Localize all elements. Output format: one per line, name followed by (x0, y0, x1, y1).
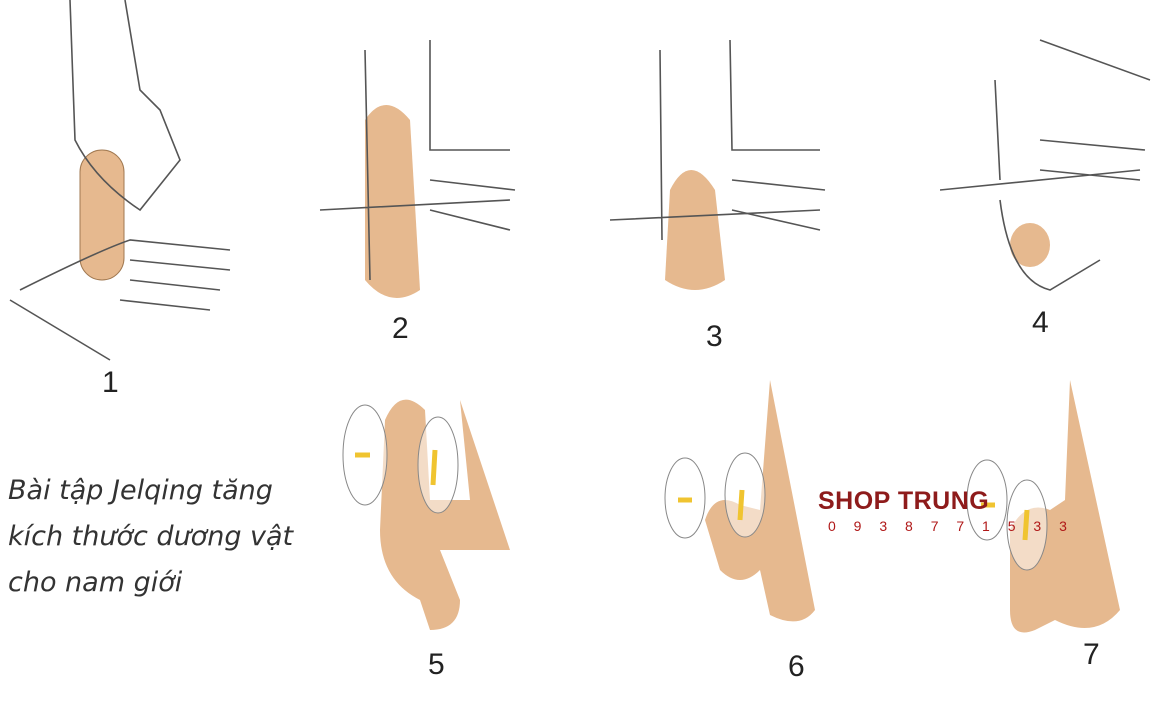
step-5-illustration: 5 (330, 380, 550, 690)
step-number: 5 (428, 648, 445, 681)
step-number: 2 (392, 312, 409, 345)
watermark-title: SHOP TRUNG (818, 487, 990, 515)
step-7-illustration: 7 (955, 360, 1154, 680)
step-number: 1 (102, 366, 119, 399)
step-3-illustration: 3 (600, 40, 850, 360)
step-2-illustration: 2 (290, 40, 540, 360)
step-4-illustration: 4 (940, 10, 1154, 340)
step-number: 6 (788, 650, 805, 683)
step-6-illustration: 6 (650, 370, 900, 690)
caption-text: Bài tập Jelqing tăng kích thước dương vậ… (8, 468, 293, 606)
step-number: 7 (1083, 638, 1100, 671)
step-number: 3 (706, 320, 723, 353)
caption-line: cho nam giới (8, 567, 183, 598)
caption-line: kích thước dương vật (8, 521, 294, 552)
caption-line: Bài tập Jelqing tăng (8, 475, 273, 506)
shop-watermark: SHOP TRUNG 0 9 3 8 7 7 1 5 3 3 (818, 487, 1074, 534)
step-1-illustration: 1 (0, 0, 270, 399)
step-number: 4 (1032, 306, 1049, 339)
watermark-phone: 0 9 3 8 7 7 1 5 3 3 (828, 518, 1074, 534)
